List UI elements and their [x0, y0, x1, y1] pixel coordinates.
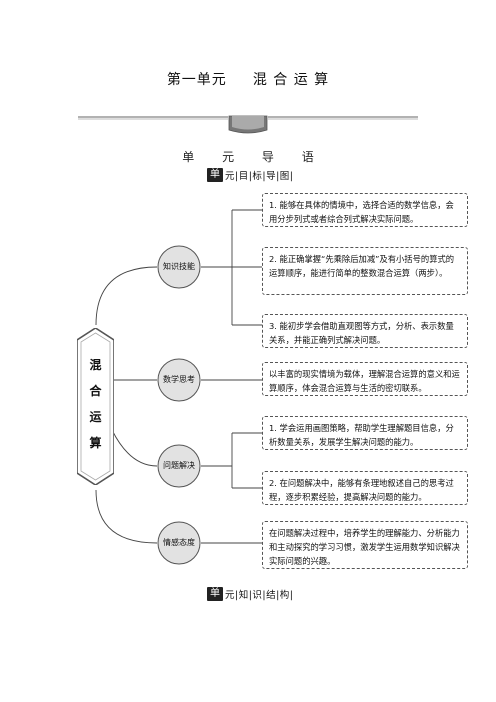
goal-box: 1. 学会运用画图策略，帮助学生理解题目信息，分析数量关系，发展学生解决问题的能…	[262, 416, 468, 450]
root-char: 混	[89, 358, 102, 372]
root-node: 混 合 运 算	[77, 328, 114, 485]
branch-label: 情感态度	[163, 538, 195, 547]
tag-text: 元|知|识|结|构|	[225, 590, 294, 601]
root-frame	[77, 328, 114, 485]
goal-box: 2. 能正确掌握“先乘除后加减”及有小括号的算式的运算顺序，能进行简单的整数混合…	[262, 247, 468, 295]
tag-mark: 单	[207, 168, 223, 182]
branch-node: 数学思考	[157, 358, 201, 402]
root-char: 合	[89, 384, 102, 398]
branch-label: 数学思考	[163, 375, 195, 384]
branch-node: 情感态度	[157, 521, 201, 565]
page-title: 第一单元 混 合 运 算	[0, 69, 496, 89]
branch-node: 问题解决	[157, 444, 201, 488]
section-heading: 单 元 导 语	[182, 150, 326, 164]
goals-tag: 单 元|目|标|导|图|	[207, 168, 294, 182]
goal-box: 在问题解决过程中，培养学生的理解能力、分析能力和主动探究的学习习惯，激发学生运用…	[262, 521, 468, 569]
branch-node: 知识技能	[157, 245, 201, 289]
tag-mark: 单	[207, 587, 223, 601]
branch-label: 知识技能	[163, 262, 195, 271]
goal-box: 1. 能够在具体的情境中，选择合适的数学信息，会用分步列式或者综合列式解决实际问…	[262, 193, 468, 227]
root-char: 运	[89, 410, 102, 424]
root-label: 混 合 运 算	[77, 352, 114, 456]
goal-box: 3. 能初步学会借助直观图等方式，分析、表示数量关系，并能正确列式解决问题。	[262, 314, 468, 348]
root-char: 算	[89, 436, 102, 450]
structure-tag: 单 元|知|识|结|构|	[207, 587, 294, 601]
branch-label: 问题解决	[163, 461, 195, 470]
unit-label: 第一单元	[166, 72, 227, 88]
banner-divider	[78, 115, 418, 134]
goal-box: 2. 在问题解决中，能够有条理地叙述自己的思考过程，逐步积累经验，提高解决问题的…	[262, 471, 468, 505]
goal-box: 以丰富的现实情境为载体，理解混合运算的意义和运算顺序，体会混合运算与生活的密切联…	[262, 362, 468, 396]
unit-title: 混 合 运 算	[252, 72, 330, 88]
tag-text: 元|目|标|导|图|	[225, 171, 294, 182]
